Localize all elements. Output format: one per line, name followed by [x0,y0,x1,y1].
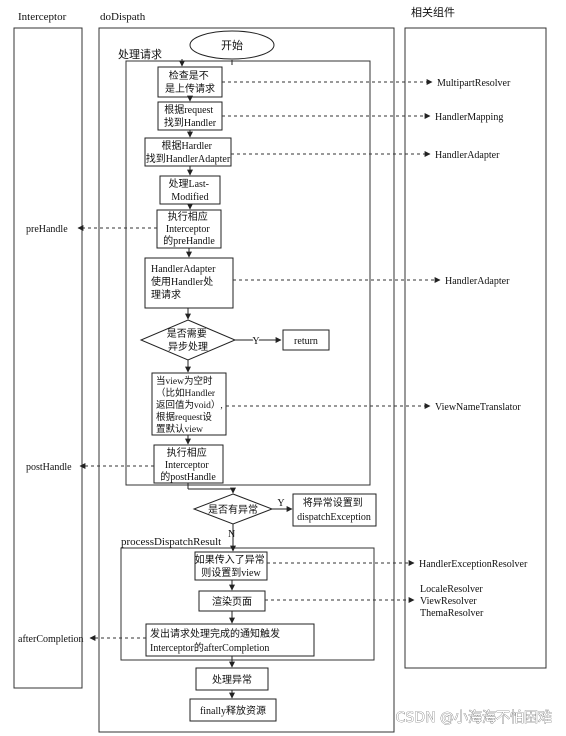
component-handler-adapter-1: HandlerAdapter [435,150,500,161]
component-multipart-resolver: MultipartResolver [437,78,511,89]
csdn-watermark: CSDN @小海海不怕困难 [396,710,552,726]
header-interceptor: Interceptor [18,11,67,23]
last-modified-text: 处理Last- Modified [168,178,211,203]
header-components: 相关组件 [411,5,455,19]
default-view-box [151,372,227,436]
async-decision-text: 是否需要 异步处理 [167,328,210,353]
process-result-label: processDispatchResult [121,536,221,548]
process-result-section [120,547,375,661]
interceptor-posthandle-label: postHandle [26,462,72,473]
component-connectors [222,79,441,603]
return-text: return [294,336,318,347]
process-request-section [125,60,371,486]
process-request-label: 处理请求 [118,48,162,61]
pre-handle-text: 执行相应 Interceptor 的preHandle [163,210,215,247]
start-node [189,30,275,60]
find-adapter-box [144,137,232,167]
component-view-resolver: ViewResolver [420,596,477,607]
set-exception-box [292,493,377,527]
interceptor-connectors [77,225,157,641]
post-handle-text: 执行相应 Interceptor 的postHandle [160,446,216,483]
component-handler-mapping: HandlerMapping [435,112,503,123]
find-adapter-text: 根据Hardler 找到HandlerAdapter [146,139,231,165]
component-view-name-translator: ViewNameTranslator [435,402,521,413]
render-text: 渲染页面 [212,595,252,608]
set-view-box [194,551,268,581]
pre-handle-box [156,209,222,249]
component-locale-resolver: LocaleResolver [420,584,483,595]
handle-exception-text: 处理异常 [212,673,252,686]
async-decision-diamond [139,319,237,361]
interceptor-prehandle-label: preHandle [26,224,68,235]
finally-text: finally释放资源 [200,704,266,717]
exception-yes-label: Y [277,498,284,509]
header-dodispatch: doDispath [100,11,146,23]
component-thema-resolver: ThemaResolver [420,608,484,619]
async-yes-label: Y [252,336,259,347]
component-handler-exception-resolver: HandlerExceptionResolver [419,559,528,570]
interceptor-column [13,27,83,689]
flow-arrows [185,95,236,699]
return-box [282,329,330,351]
after-completion-box [145,623,315,657]
component-handler-adapter-2: HandlerAdapter [445,276,510,287]
adapter-handle-text: HandlerAdapter 使用Handler处 理请求 [151,264,218,301]
post-handle-box [153,444,224,484]
check-upload-text: 检查是不 是上传请求 [165,69,215,95]
interceptor-aftercompletion-label: afterCompletion [18,634,84,645]
finally-box [189,698,277,722]
find-handler-text: 根据request 找到Handler [164,103,217,129]
dodispatch-column [98,27,395,733]
adapter-handle-box [144,257,234,309]
components-column [404,27,547,669]
set-view-text: 如果传入了异常 则设置到view [195,553,268,579]
start-label: 开始 [221,38,243,52]
after-completion-text: 发出请求处理完成的通知触发 Interceptor的afterCompletio… [150,627,283,654]
default-view-text: 当view为空时 （比如Handler 返回值为void）, 根据request… [156,375,225,435]
last-modified-box [159,175,221,205]
set-exception-text: 将异常设置到 dispatchException [297,496,371,523]
exception-decision-text: 是否有异常 [208,503,258,516]
exception-no-label: N [228,529,235,540]
